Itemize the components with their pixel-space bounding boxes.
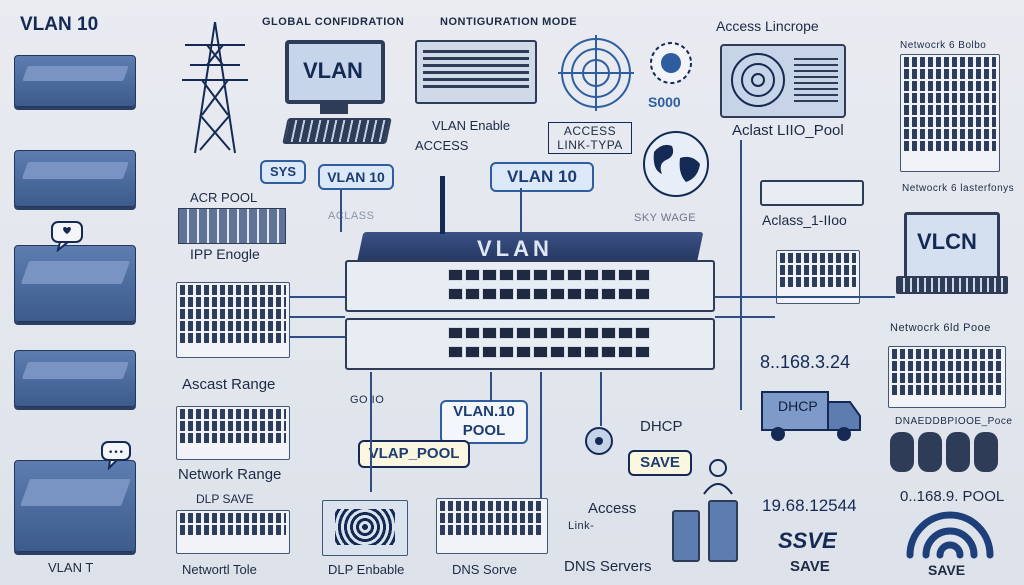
device-tower-2 [708,500,738,562]
globe-icon [643,131,709,197]
wire-h2 [290,316,345,318]
label-ipp-engle: IPP Enogle [190,246,260,262]
label-network-range: Network Range [178,466,282,483]
switch-antenna [440,176,445,234]
label-network-tole: Networtl Tole [182,562,257,577]
device-tower-1 [672,510,700,562]
keyboard-icon [282,118,392,144]
speech-bubble-icon: ••• [101,441,131,470]
laptop-icon: VLCN [904,212,1000,280]
wire-h3 [290,336,345,338]
switch-left-3 [14,245,136,322]
label-dlp-enable: DLP Enbable [328,562,405,577]
wire-v4 [370,372,372,492]
label-access-bottom: Access [588,500,637,517]
monitor-icon: VLAN [285,40,385,104]
label-access-mid: ACCESS [415,138,469,153]
label-5000: S000 [648,94,681,110]
wire-h4 [715,296,895,298]
svg-text:•••: ••• [108,448,124,458]
wire-v6 [740,140,742,410]
config-panel [415,40,537,104]
server-rack-icon-2 [888,346,1006,408]
badge-vlap-pool: VLAP_POOL [358,440,470,468]
rack-bottom-1 [322,500,408,556]
monitor-stand [320,102,348,114]
mini-router [760,180,864,206]
power-tower-icon [182,21,248,154]
access-device [720,44,846,118]
rack-left-2 [176,406,290,460]
server-rack-icon [900,54,1000,172]
switch-left-5 [14,460,136,552]
label-vlan-t: VLAN T [48,560,94,575]
rack-left-1 [176,282,290,358]
label-global-config: GLOBAL CONFIDRATION [262,16,405,28]
rack-bottom-2 [436,498,548,554]
main-switch-title: VLAN [477,236,553,261]
wire-v5 [540,372,542,498]
label-network-top-far-right: Netwocrk 6 Bolbo [900,40,987,51]
laptop-base [896,276,1008,294]
badge-vlan10-small: VLAN 10 [318,164,394,190]
main-switch: VLAN [345,232,715,372]
speech-bubble-icon [51,221,83,252]
wire-h5 [715,316,775,318]
wire-v1 [520,188,522,232]
truck-icon [761,391,861,441]
label-ip-0: 0..168.9. POOL [900,488,1005,505]
label-dns-sorve: DNS Sorve [452,562,518,577]
wire-v3 [600,372,602,426]
radar-icon [558,35,634,111]
label-ascast-range: Ascast Range [182,376,276,393]
label-dhcp: DHCP [640,418,683,435]
label-link-bottom: Link- [568,520,595,532]
label-ip-8: 8..168.3.24 [760,352,851,372]
badge-sys: SYS [260,160,306,184]
label-aclass-1100: Aclass_1-IIoo [762,212,847,228]
laptop-vlcn-text: VLCN [917,229,977,254]
label-aclast-pool: Aclast LIIO_Pool [732,122,844,139]
panel-acr [178,208,286,244]
label-dmu-pool: DNAEDDBPIOOE_Poce [895,416,1013,427]
patch-panel-right [776,250,860,304]
wire-v7 [340,190,342,232]
badge-save-mid: SAVE [628,450,692,476]
label-ip-19: 19.68.12544 [762,496,857,515]
label-dhcp-truck: DHCP [778,398,818,414]
label-save-bottom: SAVE [790,558,830,575]
router-icon [650,42,692,84]
label-network-masteronys: Netwocrk 6 lasterfonys [902,183,1015,194]
badge-vlan10-pool: VLAN.10 POOL [440,400,528,444]
switch-left-2 [14,150,136,207]
badge-vlan10: VLAN 10 [490,162,594,192]
switch-left-1 [14,55,136,107]
label-config-mode: NONTIGURATION MODE [440,16,578,28]
wire-h1 [290,296,345,298]
label-access-top-right: Access Lincrope [716,18,819,34]
label-dlp-save: DLP SAVE [196,492,254,506]
label-acr-pool: ACR POOL [190,190,258,205]
person-icon [703,459,733,495]
wire-v2 [490,372,492,402]
camera-row [888,432,1004,476]
label-aclass-badge: ACLASS [328,210,375,222]
label-vlan-enable: VLAN Enable [432,118,511,133]
switch-left-4 [14,350,136,407]
label-sky-wage: SKY WAGE [634,212,697,224]
monitor-vlan-text: VLAN [303,58,363,83]
label-vlan10-top-left: VLAN 10 [20,14,99,35]
label-goo: GO IO [350,394,385,406]
label-network-pool: Netwocrk 6ld Pooe [890,322,991,334]
cd-icon [585,427,613,455]
wifi-icon [906,511,994,559]
label-access-link-type: ACCESS LINK-TYPA [548,122,632,154]
rack-left-3 [176,510,290,554]
label-save-far-right: SAVE [928,562,966,578]
label-dns-servers: DNS Servers [564,558,652,575]
label-ssve: SSVE [778,528,837,553]
